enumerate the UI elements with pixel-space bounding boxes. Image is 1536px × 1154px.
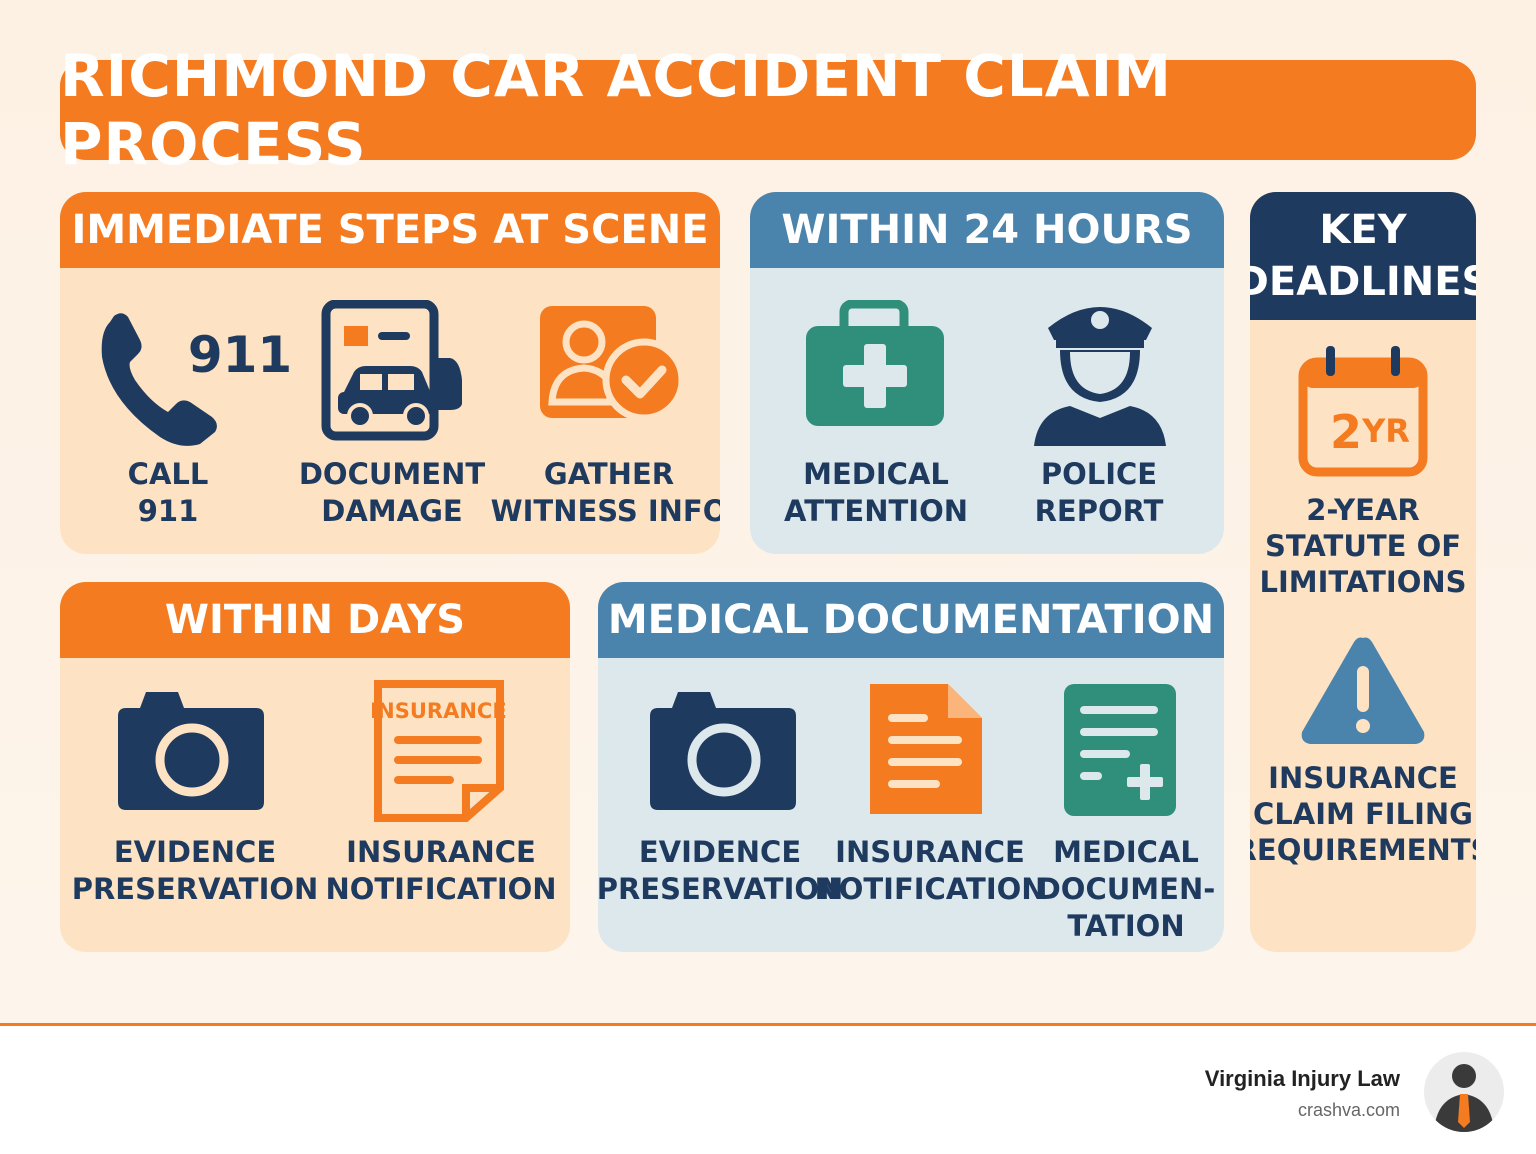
medical-kit-icon: [806, 300, 944, 426]
avatar: [1424, 1052, 1504, 1132]
insurance-notification-label: INSURANCE NOTIFICATION: [325, 835, 557, 906]
within-24-hours-heading: WITHIN 24 HOURS: [750, 192, 1224, 268]
title-banner: RICHMOND CAR ACCIDENT CLAIM PROCESS: [60, 42, 1476, 178]
insurance-claim-requirements-label: INSURANCE CLAIM FILING REQUIREMENTS: [1250, 761, 1476, 867]
immediate-steps-heading: IMMEDIATE STEPS AT SCENE: [60, 192, 720, 268]
medical-documentation-heading: MEDICAL DOCUMENTATION: [598, 582, 1224, 658]
calendar-number-text: 2: [1330, 405, 1362, 459]
insurance-doc-text: INSURANCE: [372, 699, 507, 723]
page-title: RICHMOND CAR ACCIDENT CLAIM PROCESS: [60, 42, 1172, 178]
medical-record-icon: [1064, 684, 1176, 816]
phone-icon: 911: [101, 313, 290, 446]
lawyer-avatar-icon: [1434, 1064, 1494, 1132]
within-24-hours-card: WITHIN 24 HOURS MEDICAL ATTENTION POLICE…: [750, 192, 1224, 554]
key-deadlines-card: KEY DEADLINES 2 YR 2-YEAR STATUTE OF LIM…: [1250, 192, 1476, 952]
camera-icon: [118, 692, 264, 810]
medical-attention-label: MEDICAL ATTENTION: [784, 457, 968, 528]
camera-icon: [650, 692, 796, 810]
key-deadlines-heading: KEY DEADLINES: [1250, 192, 1476, 320]
witness-check-icon: [540, 306, 686, 422]
insurance-document-icon: INSURANCE: [372, 680, 507, 822]
document-icon: [870, 684, 982, 814]
medical-documentation-card: MEDICAL DOCUMENTATION EVIDENCE PRESERVAT…: [598, 582, 1224, 952]
call-911-label: CALL 911: [127, 457, 209, 528]
police-officer-icon: [1034, 307, 1166, 446]
police-report-label: POLICE REPORT: [1034, 457, 1164, 528]
document-car-icon: [321, 300, 462, 441]
warning-icon: [1301, 637, 1425, 744]
immediate-steps-card: IMMEDIATE STEPS AT SCENE 911 CALL 911 DO…: [60, 192, 720, 554]
document-damage-label: DOCUMENT DAMAGE: [298, 457, 486, 528]
insurance-notification-label: INSURANCE NOTIFICATION: [814, 835, 1046, 906]
calendar-icon: 2 YR: [1298, 346, 1428, 477]
within-days-heading: WITHIN DAYS: [60, 582, 570, 658]
footer: [0, 1026, 1536, 1154]
footer-divider: [0, 1023, 1536, 1026]
within-days-card: WITHIN DAYS EVIDENCE PRESERVATION INSURA…: [60, 582, 570, 952]
statute-limitations-label: 2-YEAR STATUTE OF LIMITATIONS: [1259, 493, 1467, 599]
brand-name: Virginia Injury Law: [1204, 1066, 1400, 1091]
evidence-preservation-label: EVIDENCE PRESERVATION: [71, 835, 319, 906]
brand-url[interactable]: crashva.com: [1297, 1100, 1400, 1120]
phone-911-text: 911: [188, 326, 290, 384]
calendar-unit-text: YR: [1361, 412, 1410, 450]
evidence-preservation-label: EVIDENCE PRESERVATION: [598, 835, 844, 906]
medical-documentation-label: MEDICAL DOCUMEN- TATION: [1036, 835, 1216, 943]
gather-witness-label: GATHER WITNESS INFO: [490, 457, 720, 528]
